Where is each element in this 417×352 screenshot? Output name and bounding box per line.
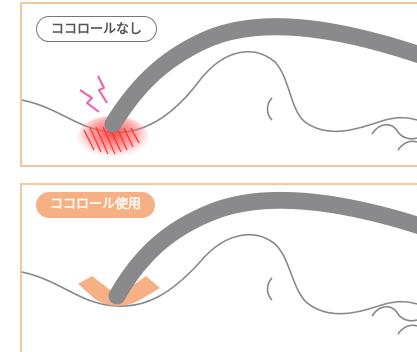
curler-rod-top xyxy=(104,18,417,133)
contour-line-bottom-1 xyxy=(266,277,273,301)
contour-line-top-2 xyxy=(371,123,417,140)
curler-rod-bottom xyxy=(108,191,417,305)
scene-with-product xyxy=(22,191,417,335)
label-without-product: ココロールなし xyxy=(36,16,158,42)
contour-line-top-1 xyxy=(266,97,273,121)
lightning-icon xyxy=(79,75,108,113)
scene-without-product xyxy=(22,18,417,160)
contour-line-bottom-3 xyxy=(397,324,417,335)
skin-outline-top xyxy=(22,50,417,134)
skin-outline-bottom xyxy=(22,233,417,315)
cushion-pad-icon xyxy=(78,276,160,306)
label-with-product: ココロール使用 xyxy=(36,192,156,218)
contour-line-bottom-2 xyxy=(371,305,417,322)
contour-line-top-3 xyxy=(397,140,417,151)
